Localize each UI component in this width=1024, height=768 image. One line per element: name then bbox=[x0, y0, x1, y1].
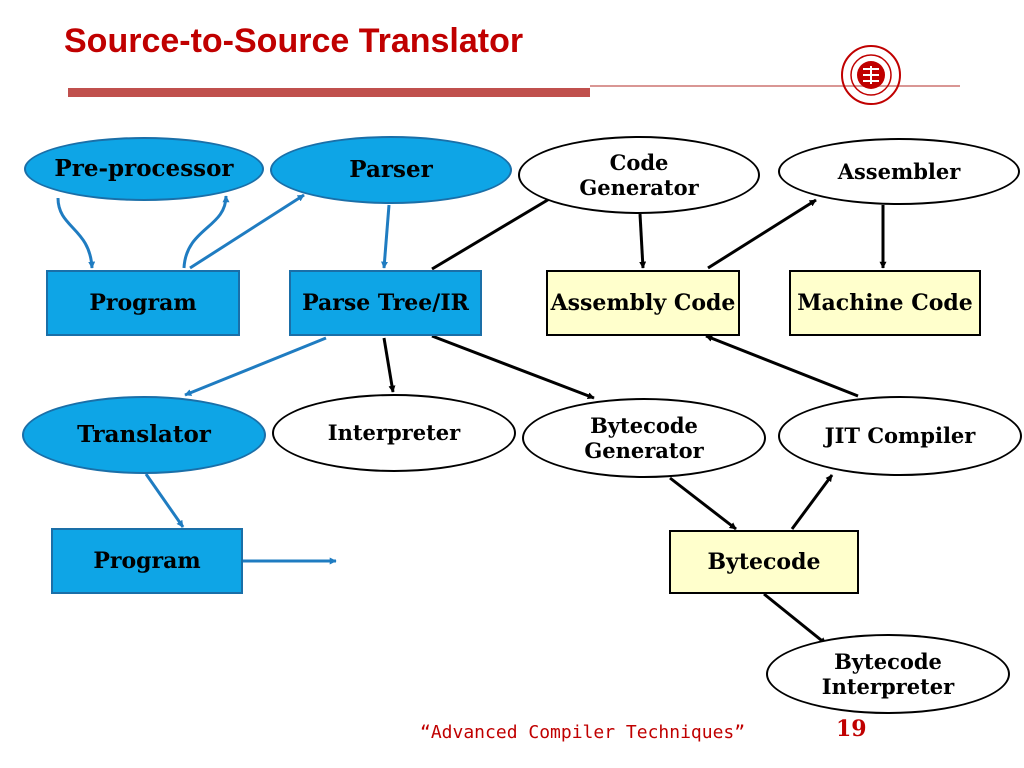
arrow-program-to-preprocessor bbox=[182, 195, 230, 269]
arrow-translator-to-program bbox=[144, 473, 185, 528]
program-top-node: Program bbox=[46, 270, 240, 336]
translator-node: Translator bbox=[22, 396, 266, 474]
preprocessor-node: Pre-processor bbox=[24, 137, 264, 201]
arrow-assemblycode-to-assembler bbox=[707, 198, 817, 270]
interpreter-node: Interpreter bbox=[272, 394, 516, 472]
program-bottom-label: Program bbox=[93, 547, 201, 574]
bytecode-interpreter-label-line2: Interpreter bbox=[821, 674, 955, 699]
preprocessor-label: Pre-processor bbox=[54, 155, 234, 183]
jit-compiler-label: JIT Compiler bbox=[824, 423, 976, 449]
arrow-jitcompiler-to-assemblycode bbox=[705, 334, 859, 398]
arrow-bytecode-to-jitcompiler bbox=[790, 474, 834, 530]
arrow-preprocessor-to-program bbox=[56, 197, 96, 269]
parser-node: Parser bbox=[270, 136, 512, 204]
program-top-label: Program bbox=[89, 289, 197, 316]
program-bottom-node: Program bbox=[51, 528, 243, 594]
assembly-code-label: Assembly Code bbox=[550, 289, 736, 316]
assembler-node: Assembler bbox=[778, 138, 1020, 205]
title-underline-thick bbox=[68, 88, 590, 97]
interpreter-label: Interpreter bbox=[327, 420, 461, 446]
arrow-codegenerator-to-assemblycode bbox=[638, 213, 647, 269]
bytecode-generator-label-line1: Bytecode bbox=[590, 412, 698, 438]
arrow-parsetree-to-bytecodegenerator bbox=[431, 334, 595, 400]
translator-label: Translator bbox=[77, 421, 211, 449]
arrow-bytecode-to-bytecodeinterpreter bbox=[763, 592, 827, 646]
slide-title: Source-to-Source Translator bbox=[64, 22, 524, 60]
bytecode-label: Bytecode bbox=[707, 548, 821, 575]
assembly-code-node: Assembly Code bbox=[546, 270, 740, 336]
arrow-parsetree-to-translator bbox=[184, 336, 327, 397]
parse-tree-node: Parse Tree/IR bbox=[289, 270, 482, 336]
arrow-parsetree-to-interpreter bbox=[382, 337, 396, 393]
bytecode-interpreter-node: Bytecode Interpreter bbox=[766, 634, 1010, 714]
assembler-label: Assembler bbox=[837, 158, 961, 184]
code-generator-label-line2: Generator bbox=[579, 175, 699, 200]
bytecode-interpreter-label-line1: Bytecode bbox=[834, 648, 942, 674]
peking-university-seal-icon bbox=[841, 45, 901, 105]
bytecode-node: Bytecode bbox=[669, 530, 859, 594]
arrow-bytecodegenerator-to-bytecode bbox=[669, 476, 737, 531]
bytecode-generator-node: Bytecode Generator bbox=[522, 398, 766, 478]
machine-code-label: Machine Code bbox=[797, 289, 973, 316]
arrow-program-to-parser bbox=[189, 193, 305, 270]
parse-tree-label: Parse Tree/IR bbox=[302, 289, 469, 316]
code-generator-node: Code Generator bbox=[518, 136, 760, 214]
title-underline-thin bbox=[590, 85, 960, 87]
code-generator-label-line1: Code bbox=[609, 149, 669, 175]
bytecode-generator-label-line2: Generator bbox=[584, 438, 704, 463]
footer-course-title: “Advanced Compiler Techniques” bbox=[420, 722, 746, 743]
page-number: 19 bbox=[836, 716, 867, 742]
machine-code-node: Machine Code bbox=[789, 270, 981, 336]
jit-compiler-node: JIT Compiler bbox=[778, 396, 1022, 476]
arrow-parsetree-to-codegenerator bbox=[431, 193, 557, 271]
arrow-parser-to-parsetree bbox=[381, 204, 391, 269]
parser-label: Parser bbox=[349, 156, 433, 184]
